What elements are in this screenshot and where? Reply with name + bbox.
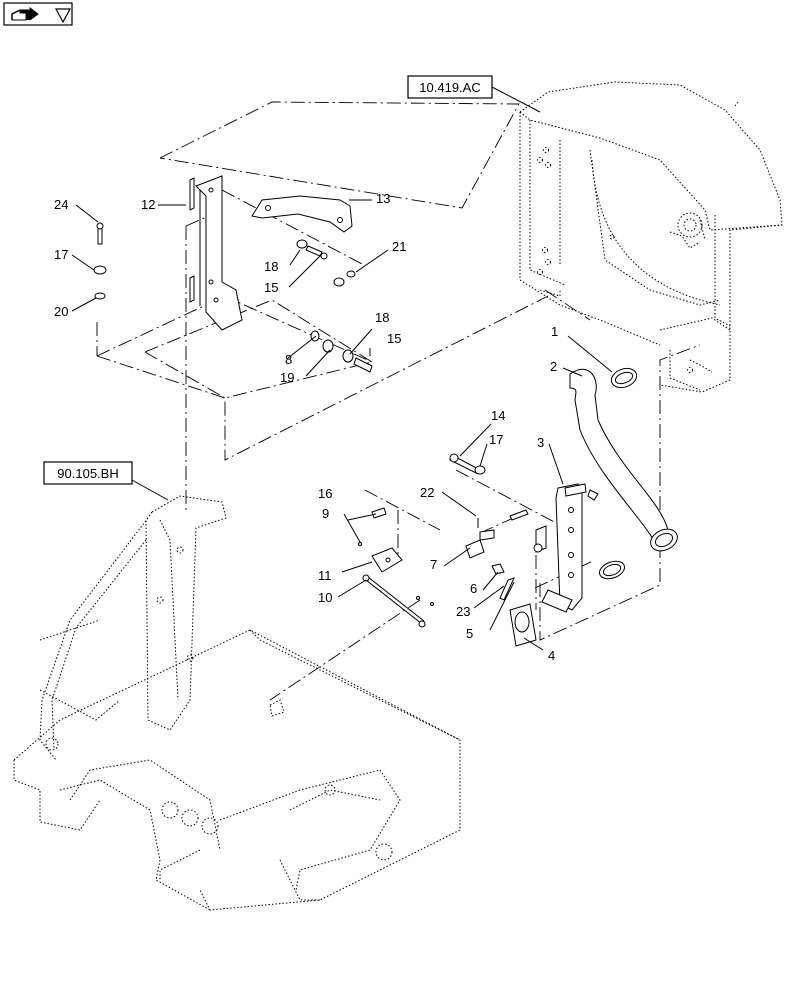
callout-23: 23 [456,604,470,619]
hose-clamp-upper [610,367,638,389]
callout-12: 12 [141,197,155,212]
callout-15a: 15 [264,280,278,295]
hose-clamp-lower [598,560,626,580]
reference-box-top[interactable]: 10.419.AC [407,75,541,113]
bracket-left [189,175,243,331]
nav-button[interactable] [3,2,73,26]
callout-numbers: 1 2 3 4 5 6 7 8 9 10 11 12 13 14 15 15 1… [54,191,558,663]
callout-9: 9 [322,506,329,521]
callout-22: 22 [420,485,434,500]
callout-20: 20 [54,304,68,319]
callout-15b: 15 [387,331,401,346]
small-parts-center [465,509,547,601]
washer-17b [474,465,486,475]
rod-assembly [358,507,434,628]
hose [569,368,678,552]
callout-5: 5 [466,626,473,641]
callout-10: 10 [318,590,332,605]
assembly-guide-lines [96,101,701,701]
fasteners-left [93,222,107,300]
callout-19: 19 [280,370,294,385]
arrow-right-icon [11,7,39,21]
callout-17b: 17 [489,432,503,447]
callout-7: 7 [430,557,437,572]
callout-18b: 18 [375,310,389,325]
machine-frame [13,495,461,911]
callout-17a: 17 [54,247,68,262]
fasteners-upper [296,239,373,373]
cooler-housing [519,81,783,393]
bracket-right [541,483,599,613]
callout-4: 4 [548,648,555,663]
callout-16: 16 [318,486,332,501]
callout-14: 14 [491,408,505,423]
dropdown-triangle-icon [54,8,72,24]
callout-13: 13 [376,191,390,206]
callout-3: 3 [537,435,544,450]
reference-box-left[interactable]: 90.105.BH [43,461,169,501]
callout-21: 21 [392,239,406,254]
callout-1: 1 [551,324,558,339]
grommet [509,603,537,647]
bracket-top [251,195,353,233]
reference-label-top: 10.419.AC [419,80,480,95]
reference-label-left: 90.105.BH [57,466,118,481]
callout-8: 8 [285,352,292,367]
callout-6: 6 [470,581,477,596]
callout-leaders [71,199,613,651]
callout-2: 2 [550,359,557,374]
callout-24: 24 [54,197,68,212]
callout-11: 11 [318,568,332,583]
callout-18a: 18 [264,259,278,274]
